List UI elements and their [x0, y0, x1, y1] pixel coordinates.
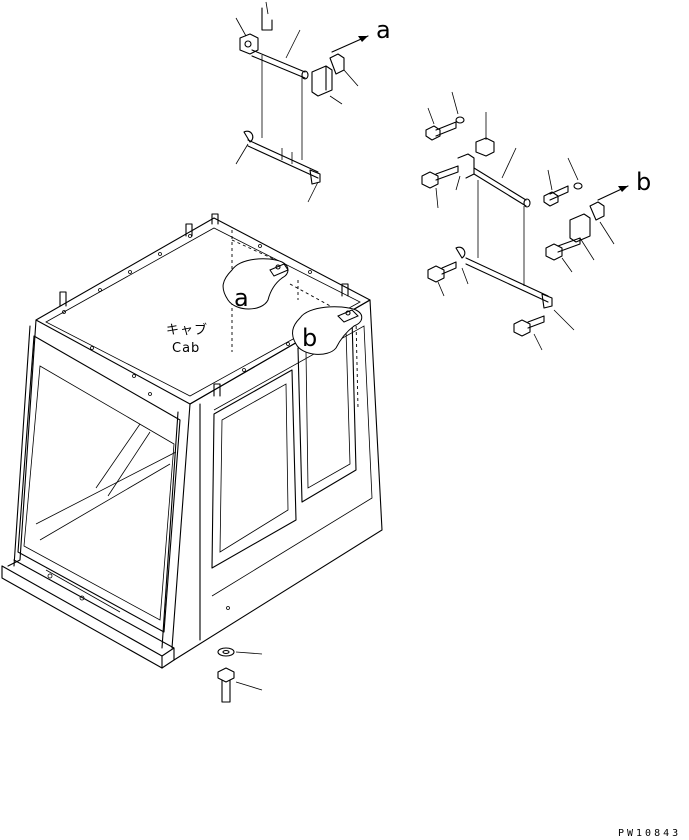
callout-b-label: b: [636, 168, 651, 196]
cab-body: [1, 213, 383, 669]
cab-label-en: Cab: [172, 341, 200, 356]
cab-label-jp: キャブ: [166, 322, 208, 338]
drawing-code: PW10843: [618, 828, 681, 839]
roof-bolts: [62, 234, 312, 396]
right-rod-assembly: b: [421, 91, 651, 351]
callout-a-label: a: [376, 16, 391, 44]
bubble-a-label: a: [234, 284, 249, 312]
detail-bubble-a: a: [222, 258, 289, 312]
mount-bolt-and-washer: [217, 647, 263, 703]
bubble-b-label: b: [302, 324, 317, 352]
upper-rod-assembly: a: [235, 1, 391, 203]
detail-bubble-b: b: [292, 306, 363, 355]
